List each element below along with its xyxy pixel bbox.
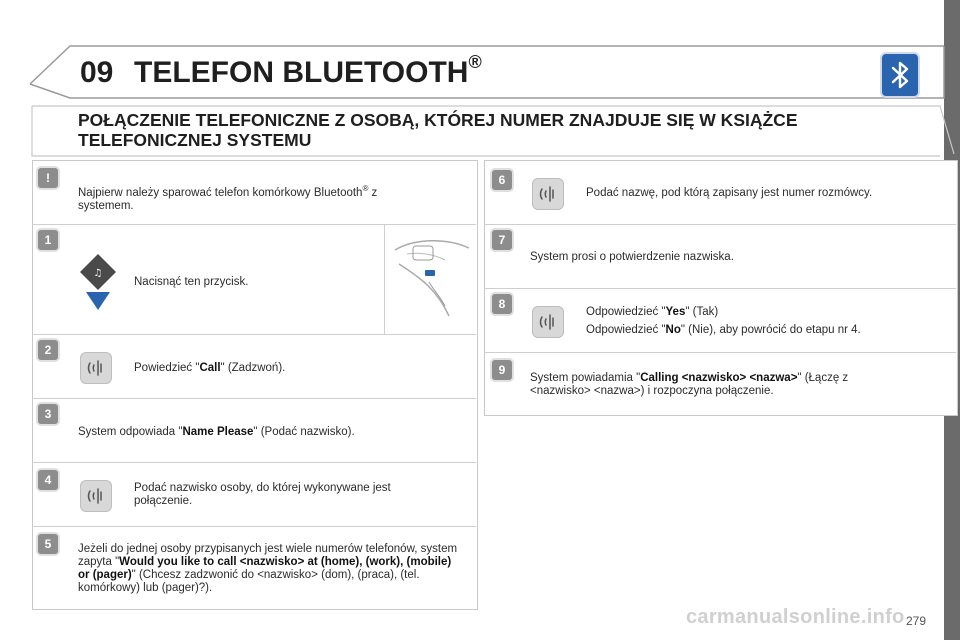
step-2-pre: Powiedzieć "	[134, 362, 200, 374]
step-5-pre: Jeżeli do jednej osoby przypisanych jest…	[78, 543, 458, 568]
step-2-command: Call	[199, 362, 221, 374]
divider	[32, 224, 476, 225]
note-sup: ®	[362, 184, 369, 193]
voice-command-icon	[80, 352, 112, 384]
chapter-title: TELEFON BLUETOOTH®	[134, 52, 482, 90]
chapter-header: 09 TELEFON BLUETOOTH®	[28, 44, 956, 100]
step-3-text: System odpowiada "Name Please" (Podać na…	[78, 426, 458, 439]
step-8-no-text: Odpowiedzieć "No" (Nie), aby powrócić do…	[586, 324, 926, 337]
section-header: POŁĄCZENIE TELEFONICZNE Z OSOBĄ, KTÓREJ …	[30, 104, 956, 160]
bluetooth-icon	[880, 52, 920, 98]
step-8-no-post: " (Nie), aby powrócić do etapu nr 4.	[680, 324, 861, 336]
voice-command-icon	[532, 178, 564, 210]
step-5-text: Jeżeli do jednej osoby przypisanych jest…	[78, 543, 463, 595]
chapter-title-text: TELEFON BLUETOOTH	[134, 56, 469, 89]
steering-wheel-illustration	[384, 224, 477, 334]
header-frame	[29, 45, 945, 99]
press-button-icon: ♫	[80, 254, 116, 312]
watermark: carmanualsonline.info	[686, 606, 905, 628]
step-8-no-command: No	[665, 324, 681, 336]
step-3-command: Name Please	[182, 426, 254, 438]
registered-mark: ®	[468, 52, 482, 72]
note-text-b: z systemem.	[78, 186, 378, 212]
divider	[32, 398, 476, 399]
page-number: 279	[906, 614, 927, 628]
step-number-8: 8	[492, 294, 512, 314]
divider	[32, 526, 476, 527]
step-7-text: System prosi o potwierdzenie nazwiska.	[530, 251, 734, 263]
step-9-pre: System powiadamia "	[530, 372, 641, 384]
divider	[32, 334, 476, 335]
step-number-4: 4	[38, 470, 58, 490]
left-steps-panel	[32, 160, 478, 610]
note-text: Najpierw należy sparować telefon komórko…	[78, 182, 378, 213]
step-5-command: Would you like to call <nazwisko> at (ho…	[78, 556, 452, 581]
warning-badge: !	[38, 168, 58, 188]
step-1-text: Nacisnąć ten przycisk.	[134, 276, 249, 288]
section-title: POŁĄCZENIE TELEFONICZNE Z OSOBĄ, KTÓREJ …	[78, 110, 798, 150]
voice-command-icon	[532, 306, 564, 338]
step-number-3: 3	[38, 404, 58, 424]
step-4-text: Podać nazwisko osoby, do której wykonywa…	[134, 482, 391, 507]
voice-command-icon	[80, 480, 112, 512]
step-8-yes-post: " (Tak)	[685, 306, 719, 318]
step-8-yes-command: Yes	[665, 306, 686, 318]
chapter-number: 09	[80, 56, 114, 89]
section-frame	[31, 105, 955, 157]
step-8-no-pre: Odpowiedzieć "	[586, 324, 666, 336]
step-9-command: Calling <nazwisko> <nazwa>	[640, 372, 798, 384]
step-9-text: System powiadamia "Calling <nazwisko> <n…	[530, 372, 910, 398]
note-text-a: Najpierw należy sparować telefon komórko…	[78, 186, 363, 199]
step-8-yes-pre: Odpowiedzieć "	[586, 306, 666, 318]
step-number-1: 1	[38, 230, 58, 250]
divider	[484, 288, 956, 289]
step-8-yes-text: Odpowiedzieć "Yes" (Tak)	[586, 306, 926, 319]
step-number-5: 5	[38, 534, 58, 554]
step-3-post: " (Podać nazwisko).	[253, 426, 355, 438]
divider	[484, 224, 956, 225]
step-2-text: Powiedzieć "Call" (Zadzwoń).	[134, 362, 434, 375]
step-5-post: " (Chcesz zadzwonić do <nazwisko> (dom),…	[78, 569, 420, 594]
step-number-6: 6	[492, 170, 512, 190]
step-number-2: 2	[38, 340, 58, 360]
step-2-post: " (Zadzwoń).	[220, 362, 286, 374]
step-number-9: 9	[492, 360, 512, 380]
divider	[32, 462, 476, 463]
step-6-text: Podać nazwę, pod którą zapisany jest num…	[586, 187, 873, 199]
divider	[484, 352, 956, 353]
step-number-7: 7	[492, 230, 512, 250]
step-3-pre: System odpowiada "	[78, 426, 183, 438]
step-9-post: " (Łączę z <nazwisko> <nazwa>) i rozpocz…	[530, 372, 849, 397]
svg-text:♫: ♫	[94, 268, 103, 279]
